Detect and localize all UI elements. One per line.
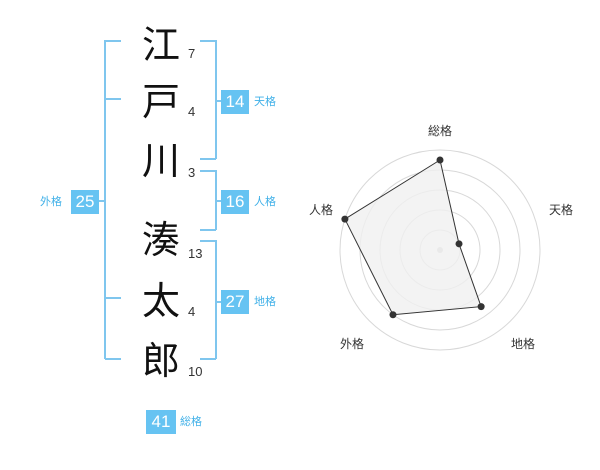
soukaku-label: 総格 <box>180 415 202 428</box>
radar-axis-label-jinkaku: 人格 <box>309 203 334 217</box>
radar-point-3 <box>389 311 397 319</box>
gaikaku-bracket-mid <box>105 98 121 100</box>
radar-ring <box>339 149 541 351</box>
chikaku-label: 地格 <box>254 295 276 308</box>
chikaku-bracket-vertical <box>215 240 217 359</box>
tenkaku-bracket-top <box>200 40 216 42</box>
tenkaku-label: 天格 <box>254 95 276 108</box>
gaikaku-badge: 25 <box>71 190 99 214</box>
stroke-count-1: 7 <box>188 46 196 61</box>
stroke-count-6: 10 <box>188 364 203 379</box>
stroke-count-2: 4 <box>188 104 196 119</box>
stroke-count-4: 13 <box>188 246 203 261</box>
gaikaku-bracket-vertical <box>104 40 106 359</box>
name-char-2: 戸 <box>141 80 180 124</box>
radar-axis-label-chikaku: 地格 <box>511 337 536 351</box>
tenkaku-bracket-tick <box>216 100 222 102</box>
stroke-count-5: 4 <box>188 304 196 319</box>
gaikaku-bracket-bottom <box>105 358 121 360</box>
jinkaku-bracket-top <box>200 170 216 172</box>
jinkaku-bracket-bottom <box>200 229 216 231</box>
chikaku-badge: 27 <box>221 290 249 314</box>
chikaku-bracket-bottom <box>200 358 216 360</box>
jinkaku-bracket-tick <box>216 200 222 202</box>
soukaku-badge: 41 <box>146 410 176 434</box>
tenkaku-bracket-bottom <box>200 158 216 160</box>
gaikaku-bracket-top <box>105 40 121 42</box>
radar-point-1 <box>455 240 463 248</box>
name-char-6: 郎 <box>141 339 180 383</box>
tenkaku-bracket-vertical <box>215 40 217 159</box>
radar-point-2 <box>477 303 485 311</box>
name-char-3: 川 <box>141 139 180 183</box>
chikaku-bracket-top <box>200 240 216 242</box>
name-char-1: 江 <box>141 23 180 67</box>
chikaku-bracket-tick <box>216 301 222 303</box>
tenkaku-badge: 14 <box>221 90 249 114</box>
radar-axis-label-gaikaku: 外格 <box>340 337 365 351</box>
radar-point-4 <box>341 215 349 223</box>
jinkaku-label: 人格 <box>254 195 276 208</box>
radar-point-0 <box>436 156 444 164</box>
stroke-count-3: 3 <box>188 165 196 180</box>
radar-axis-label-tenkaku: 天格 <box>549 203 574 217</box>
gaikaku-bracket-mid2 <box>105 297 121 299</box>
radar-polygon <box>344 159 482 316</box>
name-char-5: 太 <box>141 279 180 323</box>
gaikaku-label: 外格 <box>40 195 62 208</box>
radar-axis-label-soukaku: 総格 <box>428 124 453 138</box>
name-char-4: 湊 <box>141 218 180 262</box>
gaikaku-bracket-tick <box>98 200 105 202</box>
jinkaku-badge: 16 <box>221 190 249 214</box>
